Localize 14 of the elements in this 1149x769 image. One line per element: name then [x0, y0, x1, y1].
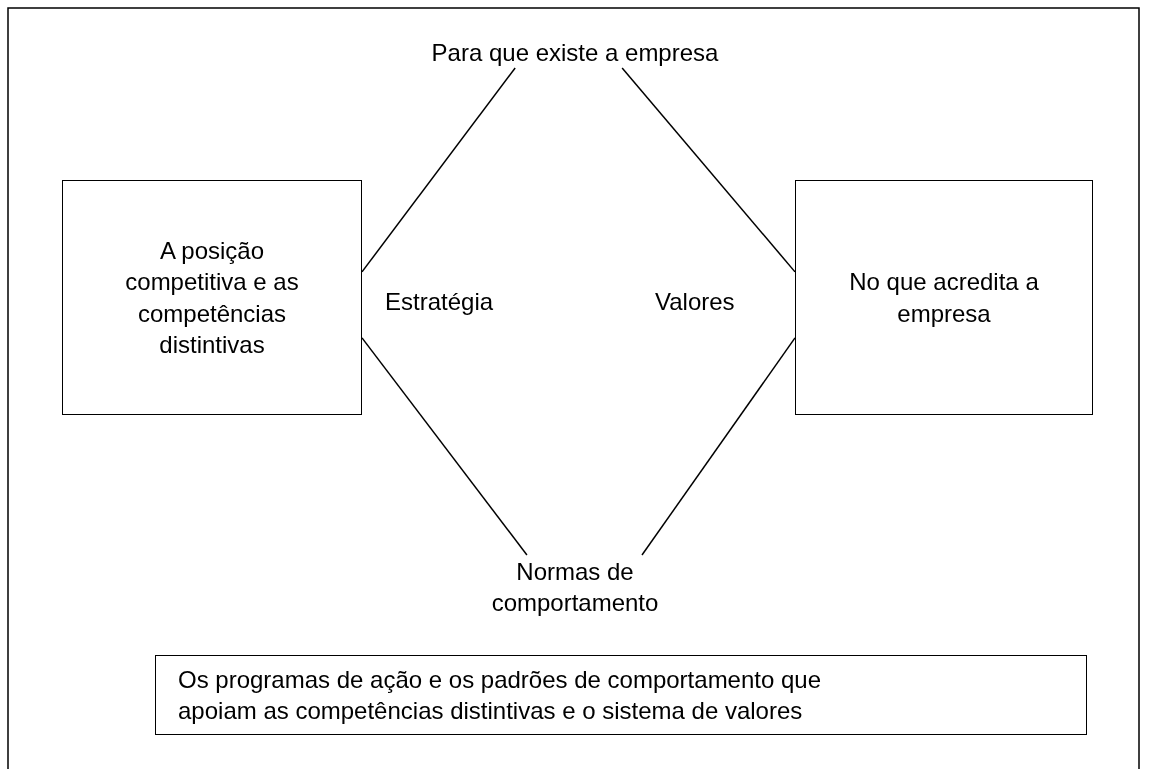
box-text: Os programas de ação e os padrões de comportamento que apoiam as competências distintivas e o sistema de valores — [178, 664, 823, 726]
process-box — [795, 180, 1093, 415]
connector-line — [621, 67, 796, 273]
heading-text: Para que existe a empresa — [370, 38, 780, 68]
process-box — [62, 180, 362, 415]
connector-line — [361, 337, 528, 556]
box-text: A posição competitiva e as competências distintivas — [124, 236, 300, 360]
diagram-label: Estratégia — [385, 288, 494, 316]
connector-line — [361, 67, 516, 273]
box-text: No que acredita a empresa — [848, 267, 1040, 329]
connector-line — [641, 337, 796, 556]
description-box — [155, 655, 1087, 735]
node-text: Normas de comportamento — [470, 555, 680, 619]
diagram-label: Valores — [655, 288, 735, 316]
